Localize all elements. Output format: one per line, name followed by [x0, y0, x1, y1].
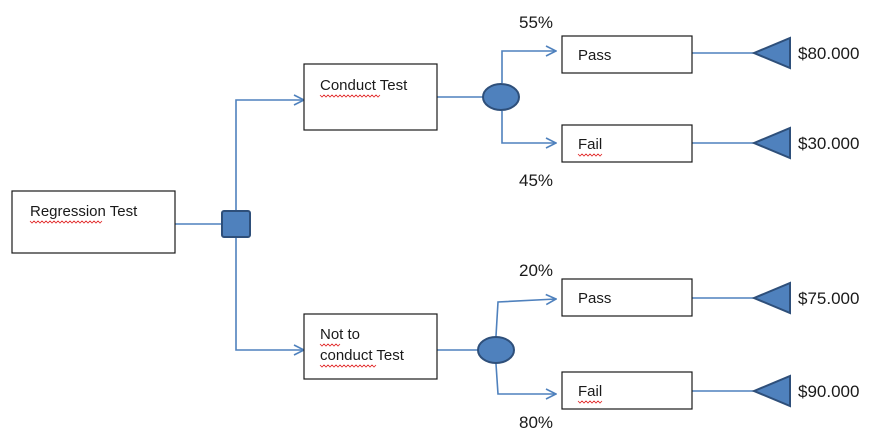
root-label: Regression Test	[30, 203, 138, 220]
spellcheck-underline	[319, 343, 341, 347]
fail-bottom-label: Fail	[578, 383, 602, 400]
outcome-pass-bottom: Pass	[561, 278, 693, 317]
spellcheck-underline	[319, 364, 377, 368]
not-conduct-label-line2: conduct Test	[320, 347, 405, 364]
terminal-triangle-icon	[751, 126, 791, 160]
chance-top-to-pass-arrow	[501, 51, 556, 83]
outcome-pass-top: Pass	[561, 35, 693, 74]
pass-top-label: Pass	[578, 47, 611, 64]
payoff-conduct-pass: $80.000	[798, 44, 859, 63]
outcome-fail-bottom: Fail	[561, 371, 693, 410]
decision-to-not-conduct-arrow	[235, 238, 304, 350]
connectors	[175, 51, 755, 394]
chance-node-bottom	[477, 336, 515, 364]
pass-bottom-box	[561, 278, 693, 317]
fail-top-label: Fail	[578, 136, 602, 153]
chance-bottom-to-fail-arrow	[495, 363, 556, 394]
terminal-triangle-icon	[751, 374, 791, 408]
payoff-not-pass: $75.000	[798, 289, 859, 308]
terminal-triangle-icon	[751, 36, 791, 70]
spellcheck-underline	[29, 220, 103, 224]
not-conduct-test-node: Not to conduct Test	[303, 313, 438, 380]
outcome-fail-top: Fail	[561, 124, 693, 163]
chance-node-top	[482, 83, 520, 111]
prob-conduct-pass: 55%	[519, 13, 553, 32]
payoff-not-fail: $90.000	[798, 382, 859, 401]
prob-not-fail: 80%	[519, 413, 553, 432]
prob-not-pass: 20%	[519, 261, 553, 280]
not-conduct-test-box	[303, 313, 438, 380]
decision-to-conduct-arrow	[235, 100, 304, 210]
decision-node-square	[221, 210, 251, 238]
pass-top-box	[561, 35, 693, 74]
conduct-test-label: Conduct Test	[320, 77, 408, 94]
chance-top-to-fail-arrow	[501, 111, 556, 143]
prob-conduct-fail: 45%	[519, 171, 553, 190]
spellcheck-underline	[319, 94, 381, 98]
root-node: Regression Test	[11, 190, 176, 254]
spellcheck-underline	[577, 153, 603, 157]
not-conduct-label-line1: Not to	[320, 326, 360, 343]
pass-bottom-label: Pass	[578, 290, 611, 307]
payoff-conduct-fail: $30.000	[798, 134, 859, 153]
terminal-triangle-icon	[751, 281, 791, 315]
conduct-test-node: Conduct Test	[303, 63, 438, 131]
chance-bottom-to-pass-arrow	[495, 299, 556, 337]
spellcheck-underline	[577, 400, 603, 404]
